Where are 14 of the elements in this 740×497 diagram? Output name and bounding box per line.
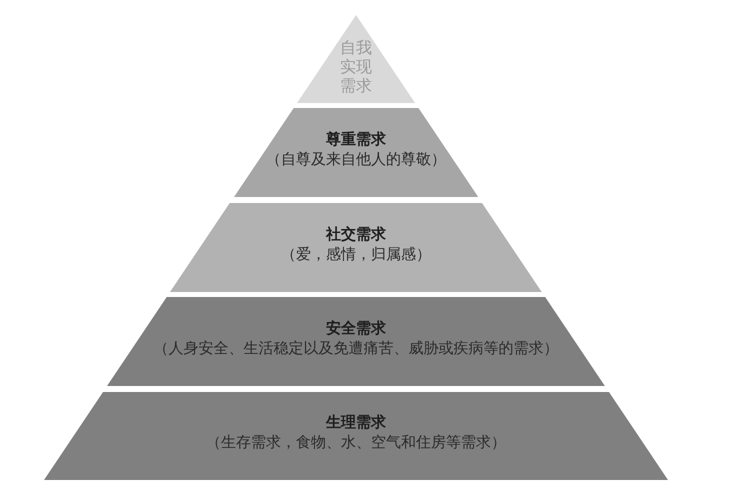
pyramid-tier <box>107 297 605 386</box>
pyramid-tier <box>170 203 542 292</box>
tier-title: 尊重需求 <box>326 128 386 148</box>
tier-title: 社交需求 <box>326 224 386 244</box>
tier-title: 安全需求 <box>326 318 386 338</box>
pyramid-apex-triangle <box>296 15 416 103</box>
pyramid-tier <box>234 108 478 197</box>
tier-title: 生理需求 <box>326 412 386 432</box>
tier-title: 自我实现需求 <box>340 38 372 94</box>
pyramid-tier <box>44 392 668 480</box>
tier-description: （生存需求，食物、水、空气和住房等需求） <box>206 432 506 452</box>
tier-description: （爱，感情，归属感） <box>280 244 431 264</box>
tier-description: （人身安全、生活稳定以及免遭痛苦、威胁或疾病等的需求） <box>153 338 558 358</box>
tier-description: （自尊及来自他人的尊敬） <box>266 148 446 168</box>
